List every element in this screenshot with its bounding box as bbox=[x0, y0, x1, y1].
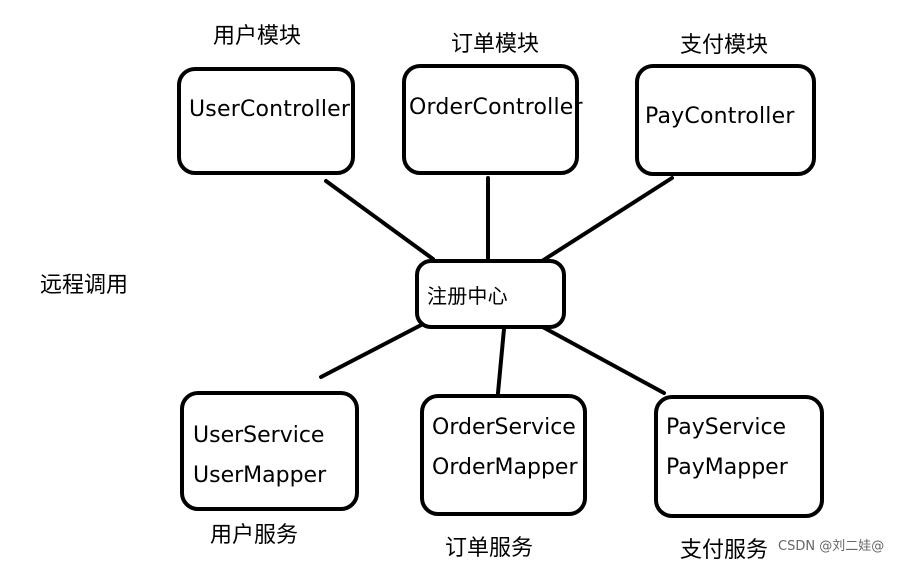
pay-service-caption: 支付服务 bbox=[680, 538, 769, 563]
pay-service-label-group: PayService PayMapper bbox=[666, 408, 788, 487]
order-service-line-2: OrderMapper bbox=[432, 454, 578, 480]
user-controller-connector bbox=[324, 179, 435, 261]
user-service-node bbox=[180, 391, 359, 511]
user-controller-label: UserController bbox=[189, 97, 351, 122]
registry-label: 注册中心 bbox=[427, 284, 508, 308]
pay-service-connector bbox=[537, 323, 666, 395]
user-controller-node bbox=[177, 67, 355, 175]
order-controller-node bbox=[402, 64, 579, 175]
pay-service-line-2: PayMapper bbox=[666, 454, 788, 480]
user-service-caption: 用户服务 bbox=[210, 523, 299, 548]
user-service-line-2: UserMapper bbox=[193, 462, 327, 488]
order-service-line-1: OrderService bbox=[432, 415, 576, 440]
pay-service-line-1: PayService bbox=[666, 415, 787, 440]
order-module-label: 订单模块 bbox=[451, 32, 540, 57]
user-module-label: 用户模块 bbox=[213, 24, 302, 49]
user-service-line-1: UserService bbox=[193, 423, 325, 448]
pay-controller-label: PayController bbox=[645, 104, 795, 129]
order-service-connector bbox=[496, 327, 506, 395]
registry-node bbox=[415, 259, 566, 329]
remote-call-label: 远程调用 bbox=[40, 273, 129, 298]
user-service-connector bbox=[319, 321, 427, 379]
pay-controller-connector bbox=[540, 176, 674, 263]
order-service-label-group: OrderService OrderMapper bbox=[432, 408, 578, 487]
pay-controller-node bbox=[635, 64, 816, 176]
order-controller-label: OrderController bbox=[409, 95, 583, 120]
order-service-caption: 订单服务 bbox=[445, 536, 534, 561]
pay-service-node bbox=[654, 395, 824, 518]
pay-module-label: 支付模块 bbox=[680, 33, 769, 58]
order-service-node bbox=[420, 394, 587, 516]
watermark-label: CSDN @刘二娃@ bbox=[778, 539, 885, 554]
user-service-label-group: UserService UserMapper bbox=[193, 416, 326, 495]
